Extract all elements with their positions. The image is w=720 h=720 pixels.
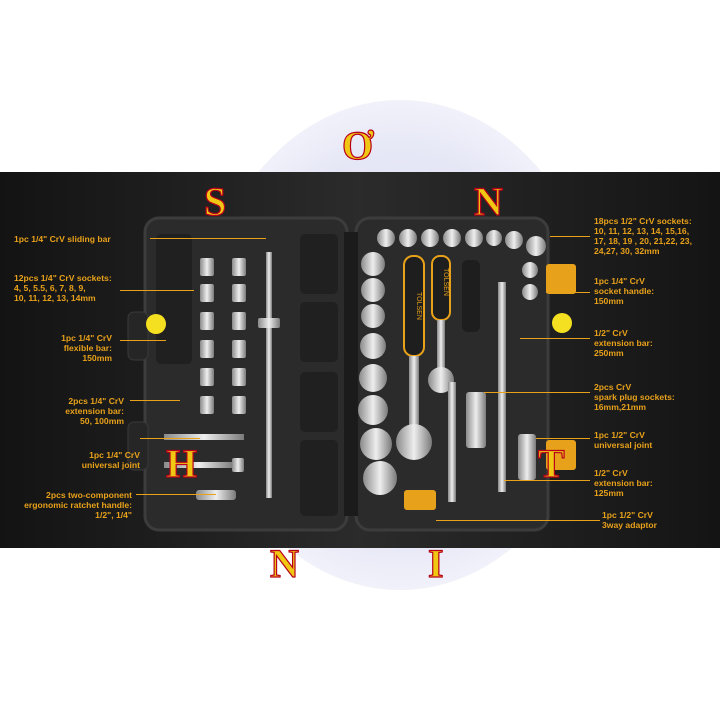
case-hinge — [344, 232, 358, 516]
label-socket-handle: 1pc 1/4" CrV socket handle: 150mm — [594, 276, 655, 306]
half-sockets-top — [377, 229, 546, 300]
three-way-adaptor — [404, 490, 436, 510]
label-half-sockets: 18pcs 1/2" CrV sockets: 10, 11, 12, 13, … — [594, 216, 692, 256]
label-half-extension-250: 1/2" CrV extension bar: 250mm — [594, 328, 653, 358]
watermark-letter-o: Ơ — [341, 122, 374, 168]
label-flexible-bar: 1pc 1/4" CrV flexible bar: 150mm — [61, 333, 112, 363]
half-sockets-column — [358, 252, 397, 495]
quarter-sockets — [200, 258, 246, 414]
watermark-dot-left — [146, 314, 166, 334]
label-adaptor: 1pc 1/2" CrV 3way adaptor — [602, 510, 657, 530]
label-quarter-extension: 2pcs 1/4" CrV extension bar: 50, 100mm — [65, 396, 124, 426]
watermark-letter-n-bottom: N — [269, 540, 299, 586]
label-quarter-sockets: 12pcs 1/4" CrV sockets: 4, 5, 5.5, 6, 7,… — [14, 273, 112, 303]
label-half-extension-125: 1/2" CrV extension bar: 125mm — [594, 468, 653, 498]
watermark-letter-s: S — [203, 178, 227, 224]
label-half-universal: 1pc 1/2" CrV universal joint — [594, 430, 653, 450]
watermark-letter-n-top: N — [473, 178, 503, 224]
label-spark-plug: 2pcs CrV spark plug sockets: 16mm,21mm — [594, 382, 675, 412]
ratchet-handles — [396, 255, 454, 460]
watermark-letter-h: H — [165, 440, 198, 486]
label-sliding-bar: 1pc 1/4" CrV sliding bar — [14, 234, 111, 244]
watermark-letter-t: T — [537, 440, 565, 486]
tool-case-illustration: TOLSEN TOLSEN — [127, 216, 576, 532]
sliding-bar — [266, 252, 272, 498]
label-ratchet-handle: 2pcs two-component ergonomic ratchet han… — [24, 490, 132, 520]
brand-text-2: TOLSEN — [442, 268, 449, 296]
watermark-letter-i: I — [427, 540, 444, 586]
brand-text-1: TOLSEN — [415, 292, 422, 320]
label-quarter-universal: 1pc 1/4" CrV universal joint — [81, 450, 140, 470]
watermark-dot-right — [552, 313, 572, 333]
